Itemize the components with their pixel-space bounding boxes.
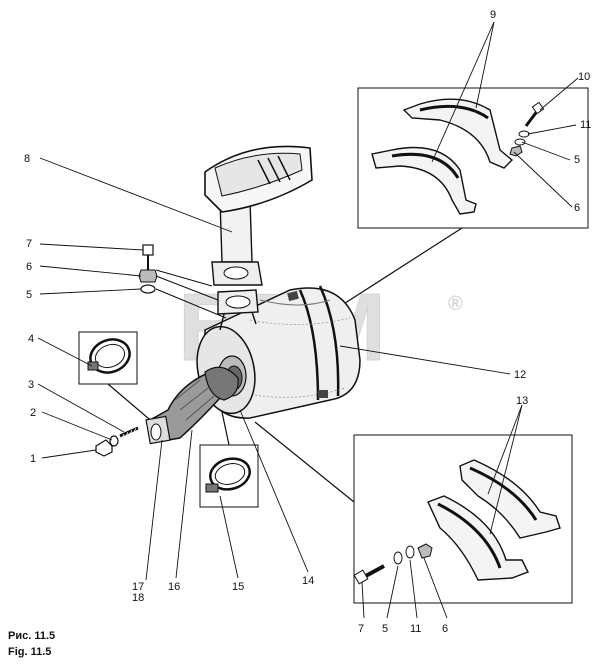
callout-labels: 1 2 3 4 5 6 7 8 9 10 11 5 6 12 13 14 15 … (24, 9, 591, 635)
clamp-left (87, 338, 131, 374)
callout-6-top-left: 6 (26, 261, 32, 273)
callout-1: 1 (30, 453, 36, 465)
clamp-bottom (205, 457, 251, 493)
callout-9: 9 (490, 9, 496, 21)
callout-14: 14 (302, 575, 314, 587)
callout-4: 4 (28, 333, 34, 345)
callout-2: 2 (30, 407, 36, 419)
top-inset-parts (371, 98, 545, 215)
callout-17: 17 (132, 581, 144, 593)
callout-10: 10 (578, 71, 590, 83)
callout-5-top-left: 5 (26, 289, 32, 301)
callout-13: 13 (516, 395, 528, 407)
callout-15: 15 (232, 581, 244, 593)
callout-6-top: 6 (574, 202, 580, 214)
callout-8: 8 (24, 153, 30, 165)
callout-5-top: 5 (574, 154, 580, 166)
inlet-pipe (145, 366, 239, 445)
callout-3: 3 (28, 379, 34, 391)
outlet-pipe-with-cap (204, 145, 313, 331)
fastener-set-left (95, 426, 139, 457)
bolt-set-top-left (138, 244, 227, 319)
callout-7-top-left: 7 (26, 238, 32, 250)
bottom-inset-parts (353, 459, 561, 585)
inset-bottom-bracket-box (353, 434, 573, 604)
watermark-registered-mark: ® (448, 293, 463, 315)
figure-caption-en: Fig. 11.5 (8, 646, 52, 658)
callout-18: 18 (132, 592, 144, 604)
link-clamp-bottom (221, 411, 230, 446)
callout-12: 12 (514, 369, 526, 381)
leader-lines (37, 21, 579, 619)
figure-caption-ru: Рис. 11.5 (8, 630, 56, 642)
callout-7-bottom: 7 (358, 623, 364, 635)
callout-16: 16 (168, 581, 180, 593)
link-bottom-inset (254, 421, 355, 503)
callout-11-top: 11 (580, 119, 591, 131)
inset-top-bracket-box (357, 87, 589, 229)
callout-5-bottom: 5 (382, 623, 388, 635)
callout-6-bottom: 6 (442, 623, 448, 635)
callout-11-bottom: 11 (410, 623, 421, 635)
